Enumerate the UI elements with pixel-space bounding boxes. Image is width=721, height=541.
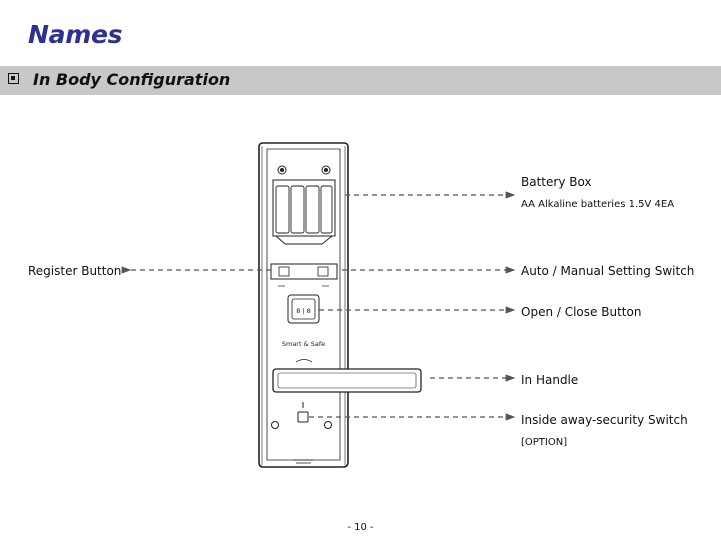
- register-button-label: Register Button: [28, 264, 122, 278]
- button-marks: 8 | 8: [296, 307, 311, 315]
- open-close-button-label: Open / Close Button: [521, 305, 642, 319]
- section-title: In Body Configuration: [33, 70, 231, 89]
- in-handle-label: In Handle: [521, 373, 579, 387]
- battery-spec-label: AA Alkaline batteries 1.5V 4EA: [521, 199, 675, 210]
- section-header-bar: In Body Configuration: [0, 66, 721, 95]
- page-title: Names: [28, 20, 123, 49]
- lock-body: [258, 142, 422, 468]
- square-bullet-icon: [8, 73, 19, 84]
- page-number: - 10 -: [347, 522, 374, 533]
- battery-box-label: Battery Box: [521, 175, 592, 189]
- option-label: [OPTION]: [521, 437, 568, 448]
- inside-away-switch-label: Inside away-security Switch: [521, 413, 688, 427]
- auto-manual-switch-label: Auto / Manual Setting Switch: [521, 264, 695, 278]
- brand-text: Smart & Safe: [282, 340, 325, 348]
